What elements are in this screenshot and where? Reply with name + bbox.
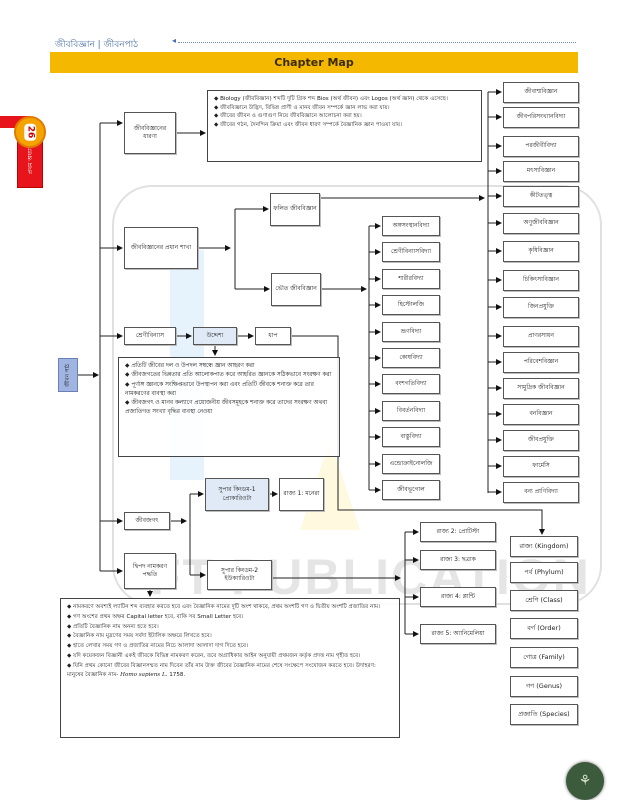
nomenclature-rules: ◆ নামকরণে অবশ্যই ল্যাটিন শব্দ ব্যবহার কর…: [60, 598, 400, 738]
taxonomy-rank: পর্ব (Phylum): [510, 562, 578, 583]
definition-point: ◆ জীবের জীবন ও গুণাগুণ নিয়ে জীববিজ্ঞানে…: [214, 113, 362, 120]
taxonomy-rank: রাজ্য (Kingdom): [510, 536, 578, 557]
applied-biology-box: ফলিত জীববিজ্ঞান: [270, 193, 320, 226]
pure-branch-item: কোষবিদ্যা: [382, 348, 440, 368]
taxonomy-rank: গোত্র (Family): [510, 647, 578, 668]
page-title: Chapter Map: [50, 52, 578, 73]
kingdom-item: রাজ্য 4: প্লান্টি: [420, 587, 496, 607]
applied-branch-item: পরজীবীবিদ্যা: [503, 136, 579, 157]
applied-branch-item: পরিবেশবিজ্ঞান: [503, 352, 579, 373]
applied-branch-item: জীবপরিসংখ্যানবিদ্যা: [503, 107, 579, 128]
taxonomy-rank: বর্গ (Order): [510, 618, 578, 639]
applied-branch-item: বন্য প্রাণিবিদ্যা: [503, 482, 579, 503]
purpose-box: উদ্দেশ্য: [193, 327, 237, 345]
definition-point: ◆ জীবের গঠন, দৈনন্দিন ক্রিয়া এবং জীবন ধ…: [214, 121, 403, 128]
applied-branch-item: মৎস্যবিজ্ঞান: [503, 161, 579, 182]
taxonomy-rank: প্রজাতি (Species): [510, 704, 578, 725]
applied-branch-item: অণুজীববিজ্ঞান: [503, 213, 579, 234]
page-number-badge: 26: [14, 116, 46, 148]
super-kingdom-2-box: সুপার কিংডম-2 ইউক্যারিওটা: [207, 560, 272, 590]
pure-branch-item: বাস্তুবিদ্যা: [382, 427, 440, 447]
breadcrumb: জীববিজ্ঞান | জীবনপাঠ: [55, 40, 139, 50]
applied-branch-item: জীবপ্রযুক্তি: [503, 430, 579, 451]
applied-branch-item: প্রাণরসায়ন: [503, 326, 579, 347]
applied-branch-item: কীটতত্ত্ব: [503, 186, 579, 207]
definition-point: ◆ জীববিজ্ঞানে উদ্ভিদ, বিভিন্ন প্রাণী ও ম…: [214, 104, 390, 111]
applied-branch-item: বনবিজ্ঞান: [503, 404, 579, 425]
taxonomy-rank: শ্রেণি (Class): [510, 590, 578, 611]
applied-branch-item: চিকিৎসাবিজ্ঞান: [503, 270, 579, 291]
steps-box: ধাপ: [255, 327, 291, 345]
concept-box: জীববিজ্ঞানের ধারণা: [124, 112, 176, 154]
pure-branch-item: এন্ডোক্রাইনোলজি: [382, 454, 440, 474]
publisher-logo-icon: ⚘: [566, 762, 604, 800]
concept-definition: ◆ Biology (জীববিজ্ঞান) শব্দটি দুটি গ্রিক…: [207, 90, 482, 162]
super-kingdom-1-box: সুপার কিংডম-1 প্রোকারিওটা: [205, 478, 269, 511]
pure-branch-item: জীবভূগোল: [382, 480, 440, 500]
pure-branch-item: বিবর্তনবিদ্যা: [382, 401, 440, 421]
taxonomy-rank: গণ (Genus): [510, 676, 578, 697]
applied-branch-item: জিনপ্রযুক্তি: [503, 297, 579, 318]
arrow-left-icon: ◂: [172, 36, 177, 45]
applied-branch-item: ফার্মেসি: [503, 456, 579, 477]
binomial-nomenclature-box: দ্বিপদ নামকরণ পদ্ধতি: [124, 553, 176, 589]
kingdom-item: রাজ্য 3: ছত্রাক: [420, 550, 496, 570]
pure-branch-item: হিস্টোলজি: [382, 295, 440, 315]
pure-branch-item: ভ্রূণবিদ্যা: [382, 322, 440, 342]
kingdom-item: রাজ্য 5: অ্যানিমেলিয়া: [420, 624, 496, 644]
applied-branch-item: কৃষিবিজ্ঞান: [503, 241, 579, 262]
kingdom-monera-box: রাজ্য 1: মনেরা: [279, 478, 324, 511]
pure-branch-item: বংশগতিবিদ্যা: [382, 374, 440, 394]
pure-biology-box: ভৌত জীববিজ্ঞান: [271, 273, 321, 306]
pure-branch-item: শারীরবিদ্যা: [382, 269, 440, 289]
objectives-box: ◆ প্রতিটি জীবের দল ও উপদল সম্বন্ধে জ্ঞান…: [118, 357, 340, 457]
applied-branch-item: জীবাশ্মবিজ্ঞান: [503, 82, 579, 103]
living-world-box: জীবজগৎ: [124, 512, 170, 530]
classification-box: শ্রেণীবিন্যাস: [124, 327, 176, 345]
main-branches-box: জীববিজ্ঞানের প্রধান শাখা: [124, 227, 198, 269]
kingdom-item: রাজ্য 2: প্রোটিস্টা: [420, 522, 496, 542]
definition-point: ◆ Biology (জীববিজ্ঞান) শব্দটি দুটি গ্রিক…: [214, 96, 448, 102]
pure-branch-item: অঙ্গসংস্থানবিদ্যা: [382, 216, 440, 236]
applied-branch-item: সামুদ্রিক জীববিজ্ঞান: [503, 378, 579, 399]
root-box: জীবন পাঠ: [58, 358, 78, 392]
divider: [178, 42, 576, 43]
pure-branch-item: শ্রেণীবিন্যাসবিদ্যা: [382, 242, 440, 262]
